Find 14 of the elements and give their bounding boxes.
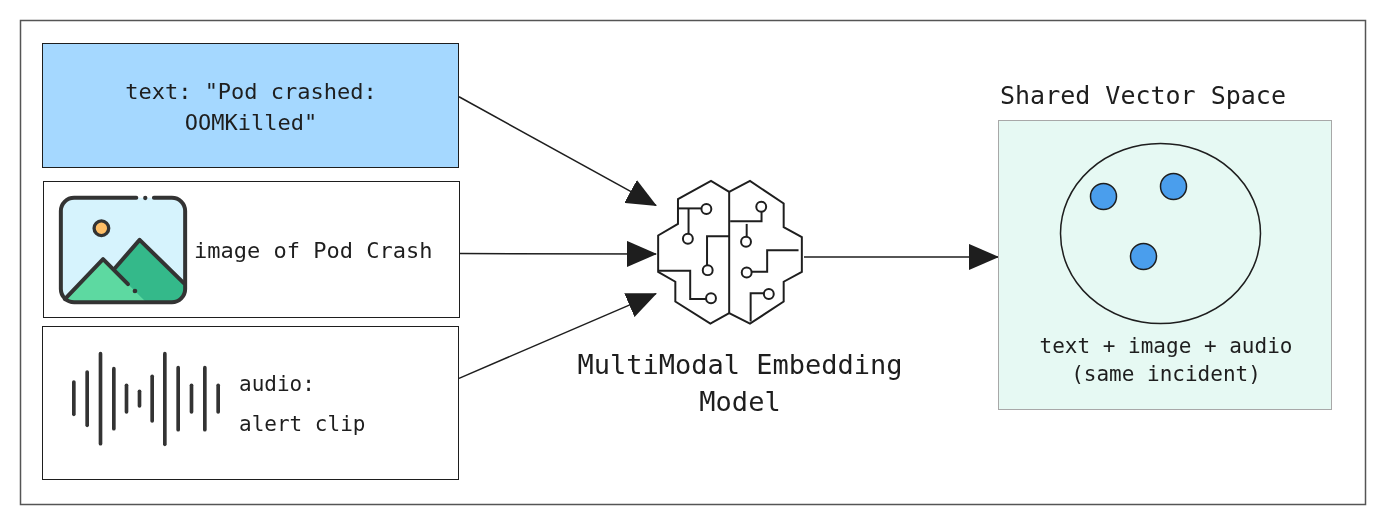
- audio-input-box: [42, 326, 459, 480]
- panel-caption: text + image + audio (same incident): [1038, 333, 1294, 388]
- input-text: text: "Pod crashed: OOMKilled": [124, 77, 378, 137]
- arrow: [458, 96, 657, 207]
- input-text: audio: alert clip: [239, 371, 367, 438]
- text-input-box: [42, 43, 459, 168]
- arrow: [458, 292, 657, 380]
- input-text: image of Pod Crash: [194, 236, 433, 265]
- brain-circuit-icon: [656, 179, 804, 326]
- image-input-box: [43, 181, 460, 318]
- arrow: [459, 240, 657, 267]
- model-caption: MultiModal Embedding Model: [576, 348, 904, 419]
- arrow: [803, 243, 999, 270]
- panel-heading: Shared Vector Space: [1000, 80, 1286, 112]
